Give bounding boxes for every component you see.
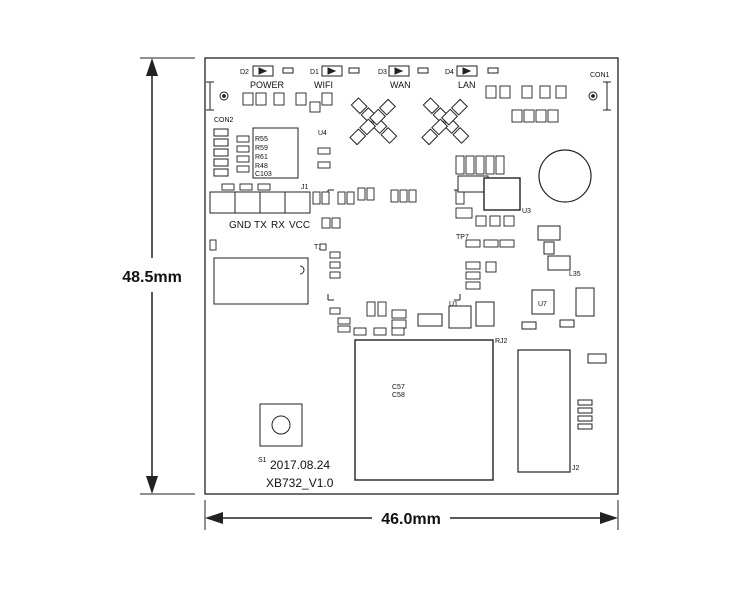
led-wan-label: WAN bbox=[390, 80, 411, 90]
pin-vcc: VCC bbox=[289, 220, 310, 231]
height-dimension: 48.5mm bbox=[122, 57, 195, 495]
pin-tx: TX bbox=[254, 220, 267, 231]
width-dimension: 46.0mm bbox=[204, 500, 619, 530]
t1-label: T1 bbox=[314, 244, 322, 251]
resistor-column-r56 bbox=[236, 135, 250, 173]
led-power-label: POWER bbox=[250, 80, 285, 90]
con2-header bbox=[213, 128, 229, 177]
led-lan-designator: D4 bbox=[445, 69, 454, 76]
top-passives bbox=[242, 85, 567, 123]
soc-passives bbox=[312, 155, 515, 336]
round-component bbox=[538, 149, 592, 203]
svg-text:R48: R48 bbox=[255, 163, 268, 170]
svg-text:R59: R59 bbox=[255, 145, 268, 152]
antenna-connector-left bbox=[206, 81, 229, 111]
led-wifi-label: WIFI bbox=[314, 80, 333, 90]
serial-header-j1 bbox=[209, 191, 311, 214]
j1-label: J1 bbox=[301, 184, 309, 191]
pin-gnd: GND bbox=[229, 220, 251, 231]
inductor-l22 bbox=[448, 305, 472, 329]
width-label: 46.0mm bbox=[381, 511, 441, 528]
antenna-connector-right bbox=[588, 81, 611, 111]
j2-label: J2 bbox=[572, 465, 580, 472]
board-version: XB732_V1.0 bbox=[266, 476, 334, 490]
regulator-u3 bbox=[483, 177, 521, 211]
u4-label: U4 bbox=[318, 130, 327, 137]
svg-text:R61: R61 bbox=[255, 154, 268, 161]
s1-label: S1 bbox=[258, 457, 267, 464]
transformer-t1 bbox=[213, 257, 309, 305]
svg-text:C58: C58 bbox=[392, 392, 405, 399]
board-date: 2017.08.24 bbox=[270, 458, 330, 472]
led-wan-designator: D3 bbox=[378, 69, 387, 76]
resistor-network-box bbox=[252, 127, 299, 179]
u3-label: U3 bbox=[522, 208, 531, 215]
l35-label: L35 bbox=[569, 271, 581, 278]
reset-button-cap bbox=[271, 415, 291, 435]
led-resistors bbox=[282, 67, 499, 74]
con2-label: CON2 bbox=[214, 117, 234, 124]
u7-label: U7 bbox=[538, 301, 547, 308]
ethernet-jack-rj2 bbox=[354, 339, 494, 481]
r57-r58-r18 bbox=[221, 147, 331, 191]
svg-text:C103: C103 bbox=[255, 171, 272, 178]
misc-left-parts bbox=[209, 239, 351, 333]
led-lan-label: LAN bbox=[458, 80, 476, 90]
tp7-label: TP7 bbox=[456, 234, 469, 241]
rj2-label: RJ2 bbox=[495, 338, 508, 345]
capacitor-c89 bbox=[417, 313, 443, 327]
rf-filter-cluster-right bbox=[421, 97, 470, 146]
connector-j2 bbox=[517, 349, 571, 473]
pin-rx: RX bbox=[271, 220, 285, 231]
rf-filter-cluster-left bbox=[349, 97, 398, 146]
led-wifi-designator: D1 bbox=[310, 69, 319, 76]
con1-label: CON1 bbox=[590, 72, 610, 79]
svg-text:R55: R55 bbox=[255, 136, 268, 143]
height-label: 48.5mm bbox=[122, 269, 182, 286]
u1-label: U1 bbox=[449, 301, 458, 308]
led-row bbox=[252, 65, 478, 77]
led-power-designator: D2 bbox=[240, 69, 249, 76]
capacitor-c54 bbox=[475, 301, 495, 327]
right-side-parts bbox=[521, 225, 607, 430]
svg-text:C57: C57 bbox=[392, 384, 405, 391]
